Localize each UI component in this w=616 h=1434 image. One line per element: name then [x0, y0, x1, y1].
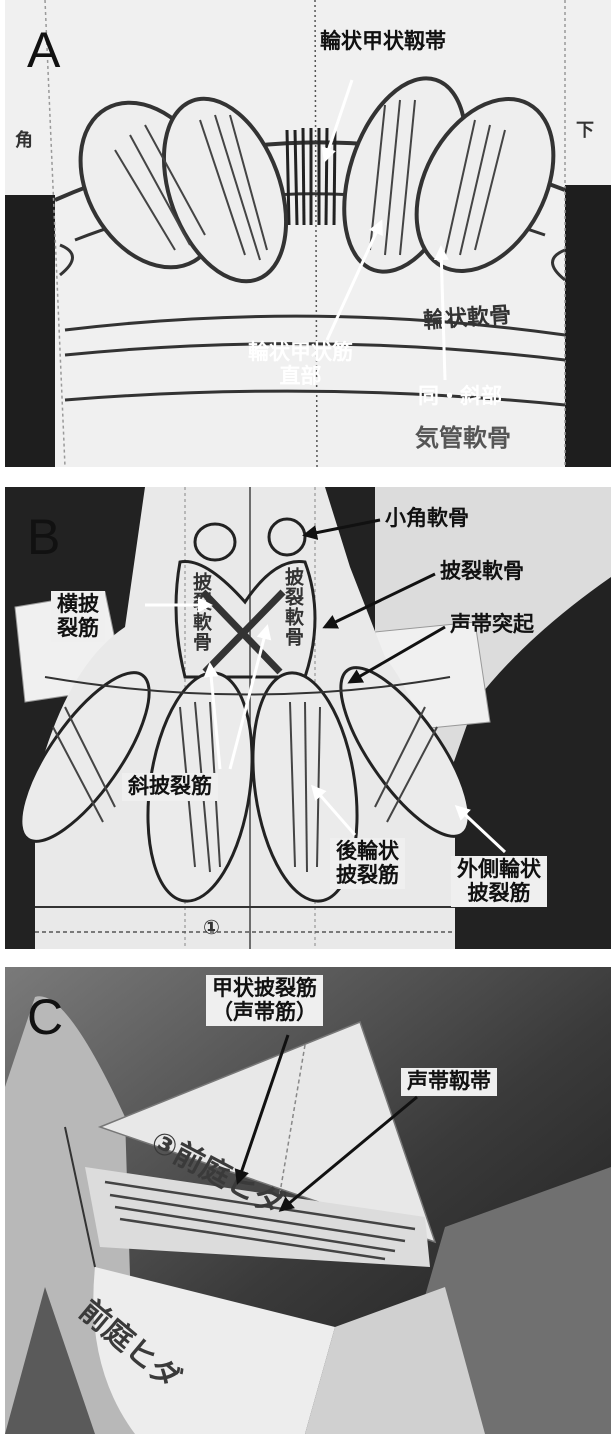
label-corniculate: 小角軟骨 [385, 507, 469, 531]
label-line: 横披 [57, 593, 99, 617]
label-thyroarytenoid: 甲状披裂筋 （声帯筋） [206, 975, 323, 1026]
label-vocal-process: 声帯突起 [450, 613, 534, 637]
label-line: 甲状披裂筋 [212, 977, 317, 1001]
label-vocal-ligament: 声帯靱帯 [401, 1068, 497, 1096]
label-line: 外側輪状 [457, 858, 541, 882]
label-line: 披裂筋 [457, 882, 541, 906]
printed-arytenoid-right: 披裂軟骨 [280, 567, 307, 647]
label-posterior-cricoarytenoid: 後輪状 披裂筋 [330, 838, 405, 889]
label-oblique-part: 同・斜部 [418, 385, 502, 409]
label-line: （声帯筋） [212, 1001, 317, 1025]
label-lateral-cricoarytenoid: 外側輪状 披裂筋 [451, 856, 547, 907]
panel-a-letter: A [27, 25, 60, 75]
label-arytenoid: 披裂軟骨 [440, 560, 524, 584]
panel-c-photo: C ③前庭ヒダ 前庭ヒダ 甲状披裂筋 （声帯筋） 声帯靱帯 [5, 967, 611, 1434]
printed-edge-left: 角 [9, 130, 35, 149]
panel-b-photo: B 披裂軟骨 披裂軟骨 ① 小角軟骨 披裂軟骨 声帯突起 横披 裂筋 斜披裂筋 … [5, 487, 611, 949]
label-line: 直部 [248, 365, 353, 389]
printed-cricoid-cartilage: 輪状軟骨 [422, 297, 512, 335]
printed-arytenoid-left: 披裂軟骨 [188, 572, 215, 652]
panel-c-letter: C [27, 992, 63, 1042]
label-line: 後輪状 [336, 840, 399, 864]
label-oblique-arytenoid: 斜披裂筋 [122, 773, 218, 801]
label-cricothyroid-ligament: 輪状甲状靱帯 [320, 30, 446, 54]
panel-b-letter: B [27, 512, 60, 562]
panel-a-image [5, 0, 611, 467]
printed-tracheal-cartilage: 気管軟骨 [415, 418, 511, 453]
label-line: 裂筋 [57, 617, 99, 641]
printed-number: ① [203, 915, 220, 939]
label-transverse-arytenoid: 横披 裂筋 [51, 591, 105, 642]
panel-c-image [5, 967, 611, 1434]
label-line: 輪状甲状筋 [248, 341, 353, 365]
panel-a-photo: A 角 下 輪状軟骨 気管軟骨 輪状甲状靱帯 輪状甲状筋 直部 同・斜部 [5, 0, 611, 467]
label-cricothyroid-straight: 輪状甲状筋 直部 [248, 341, 353, 388]
label-line: 披裂筋 [336, 864, 399, 888]
printed-edge-right: 下 [570, 120, 596, 139]
